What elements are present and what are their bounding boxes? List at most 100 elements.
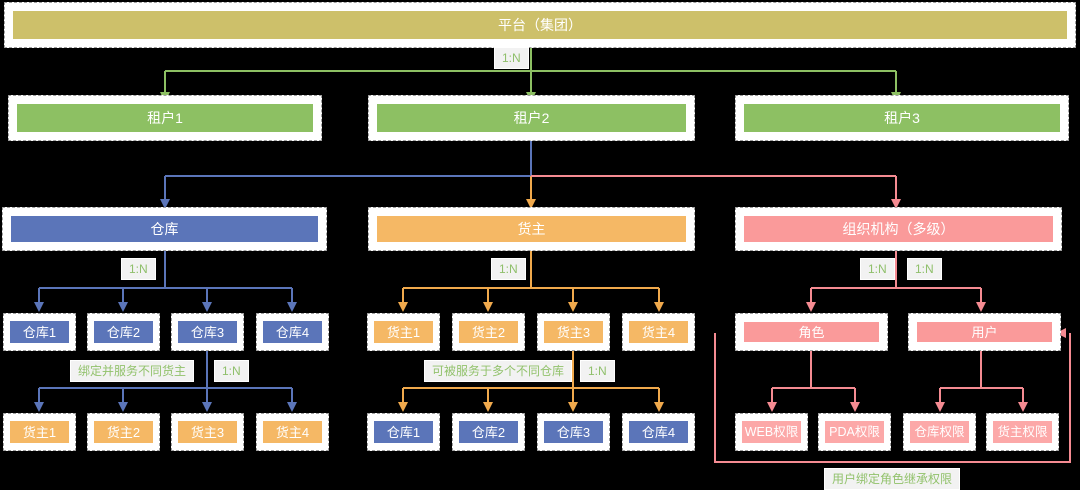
node-owner-warehouse-1[interactable]: 仓库1 bbox=[367, 413, 440, 451]
edge-label-org-to-user: 1:N bbox=[907, 258, 942, 280]
node-owner-child-3-label: 货主3 bbox=[544, 321, 603, 343]
node-org-label: 组织机构（多级） bbox=[744, 216, 1053, 242]
node-user-permission-1[interactable]: 仓库权限 bbox=[903, 413, 976, 451]
node-owner[interactable]: 货主 bbox=[368, 207, 695, 251]
node-owner-warehouse-4-label: 仓库4 bbox=[629, 421, 688, 443]
node-warehouse-child-1-label: 仓库1 bbox=[10, 321, 69, 343]
node-warehouse-child-3-label: 仓库3 bbox=[178, 321, 237, 343]
edge-label-warehouse-bind-owners-cardinality: 1:N bbox=[214, 360, 249, 382]
edge-owner-to-children bbox=[402, 251, 660, 304]
node-warehouse-owner-3-label: 货主3 bbox=[178, 421, 237, 443]
node-user[interactable]: 用户 bbox=[908, 313, 1061, 351]
arrow-ow-wh1 bbox=[398, 402, 408, 412]
node-role[interactable]: 角色 bbox=[735, 313, 888, 351]
node-warehouse-child-2[interactable]: 仓库2 bbox=[87, 313, 160, 351]
node-warehouse-owner-1[interactable]: 货主1 bbox=[3, 413, 76, 451]
edge-warehouse-to-owners bbox=[38, 351, 293, 404]
node-owner-child-4-label: 货主4 bbox=[629, 321, 688, 343]
edge-role-to-permissions bbox=[771, 351, 856, 404]
edge-label-warehouse-to-children: 1:N bbox=[121, 258, 156, 280]
node-warehouse-owner-3[interactable]: 货主3 bbox=[171, 413, 244, 451]
edge-tenant2-to-org bbox=[531, 175, 897, 201]
arrow-wh4 bbox=[287, 302, 297, 312]
edge-label-warehouse-bind-owners: 绑定并服务不同货主 bbox=[70, 360, 195, 382]
node-owner-child-2[interactable]: 货主2 bbox=[452, 313, 525, 351]
arrow-ow-wh4 bbox=[654, 402, 664, 412]
arrow-org bbox=[891, 199, 901, 209]
arrow-ow-wh3 bbox=[568, 402, 578, 412]
node-warehouse-owner-4[interactable]: 货主4 bbox=[256, 413, 329, 451]
arrow-wh3 bbox=[202, 302, 212, 312]
arrow-wo2 bbox=[118, 402, 128, 412]
edge-user-inherits-role bbox=[714, 333, 1071, 463]
node-warehouse-owner-1-label: 货主1 bbox=[10, 421, 69, 443]
edge-platform-to-tenants bbox=[164, 48, 897, 94]
node-tenant-1-label: 租户1 bbox=[17, 104, 313, 132]
node-warehouse-child-3[interactable]: 仓库3 bbox=[171, 313, 244, 351]
edge-tenant2-to-warehouse bbox=[164, 141, 532, 201]
node-user-permission-1-label: 仓库权限 bbox=[910, 421, 969, 443]
node-org[interactable]: 组织机构（多级） bbox=[735, 207, 1062, 251]
node-tenant-2-label: 租户2 bbox=[377, 104, 686, 132]
arrow-ow2 bbox=[483, 302, 493, 312]
node-warehouse-owner-2[interactable]: 货主2 bbox=[87, 413, 160, 451]
node-owner-warehouse-3[interactable]: 仓库3 bbox=[537, 413, 610, 451]
node-owner-child-3[interactable]: 货主3 bbox=[537, 313, 610, 351]
edge-owner-to-warehouses bbox=[402, 351, 660, 404]
node-owner-warehouse-2-label: 仓库2 bbox=[459, 421, 518, 443]
edge-label-owner-served-by-warehouses: 可被服务于多个不同仓库 bbox=[424, 360, 573, 382]
node-role-permission-2[interactable]: PDA权限 bbox=[818, 413, 891, 451]
node-owner-warehouse-3-label: 仓库3 bbox=[544, 421, 603, 443]
arrow-ow3 bbox=[568, 302, 578, 312]
arrow-wh1 bbox=[34, 302, 44, 312]
arrow-web-perm bbox=[767, 402, 777, 412]
edge-label-owner-to-children: 1:N bbox=[491, 258, 526, 280]
arrow-ow4 bbox=[654, 302, 664, 312]
node-warehouse-child-4-label: 仓库4 bbox=[263, 321, 322, 343]
node-platform[interactable]: 平台（集团） bbox=[4, 2, 1076, 48]
arrow-wo4 bbox=[287, 402, 297, 412]
arrow-wh-perm bbox=[935, 402, 945, 412]
edge-org-to-role-user bbox=[810, 251, 982, 304]
arrow-user bbox=[976, 302, 986, 312]
arrow-user-inherit bbox=[1056, 328, 1066, 338]
node-platform-label: 平台（集团） bbox=[13, 11, 1067, 39]
arrow-role bbox=[806, 302, 816, 312]
node-warehouse-child-1[interactable]: 仓库1 bbox=[3, 313, 76, 351]
node-warehouse-owner-2-label: 货主2 bbox=[94, 421, 153, 443]
node-tenant-2[interactable]: 租户2 bbox=[368, 95, 695, 141]
arrow-wh2 bbox=[118, 302, 128, 312]
node-owner-child-1[interactable]: 货主1 bbox=[367, 313, 440, 351]
node-user-label: 用户 bbox=[917, 322, 1052, 342]
node-role-permission-1[interactable]: WEB权限 bbox=[735, 413, 808, 451]
arrow-owner-perm bbox=[1018, 402, 1028, 412]
node-warehouse-label: 仓库 bbox=[11, 216, 318, 242]
arrow-owner bbox=[526, 199, 536, 209]
node-role-label: 角色 bbox=[744, 322, 879, 342]
node-user-permission-2-label: 货主权限 bbox=[993, 421, 1052, 443]
arrow-ow1 bbox=[398, 302, 408, 312]
arrow-ow-wh2 bbox=[483, 402, 493, 412]
node-tenant-1[interactable]: 租户1 bbox=[8, 95, 322, 141]
node-owner-child-4[interactable]: 货主4 bbox=[622, 313, 695, 351]
node-owner-label: 货主 bbox=[377, 216, 686, 242]
node-warehouse[interactable]: 仓库 bbox=[2, 207, 327, 251]
node-tenant-3[interactable]: 租户3 bbox=[735, 95, 1069, 141]
node-owner-warehouse-2[interactable]: 仓库2 bbox=[452, 413, 525, 451]
node-warehouse-child-2-label: 仓库2 bbox=[94, 321, 153, 343]
arrow-wo3 bbox=[202, 402, 212, 412]
node-user-permission-2[interactable]: 货主权限 bbox=[986, 413, 1059, 451]
arrow-pda-perm bbox=[850, 402, 860, 412]
arrow-wo1 bbox=[34, 402, 44, 412]
edge-label-org-to-role: 1:N bbox=[860, 258, 895, 280]
node-warehouse-child-4[interactable]: 仓库4 bbox=[256, 313, 329, 351]
node-owner-child-1-label: 货主1 bbox=[374, 321, 433, 343]
node-role-permission-1-label: WEB权限 bbox=[742, 421, 801, 443]
node-tenant-3-label: 租户3 bbox=[744, 104, 1060, 132]
edge-user-to-permissions bbox=[939, 351, 1024, 404]
node-warehouse-owner-4-label: 货主4 bbox=[263, 421, 322, 443]
edge-label-owner-served-by-warehouses-cardinality: 1:N bbox=[580, 360, 615, 382]
node-owner-warehouse-4[interactable]: 仓库4 bbox=[622, 413, 695, 451]
